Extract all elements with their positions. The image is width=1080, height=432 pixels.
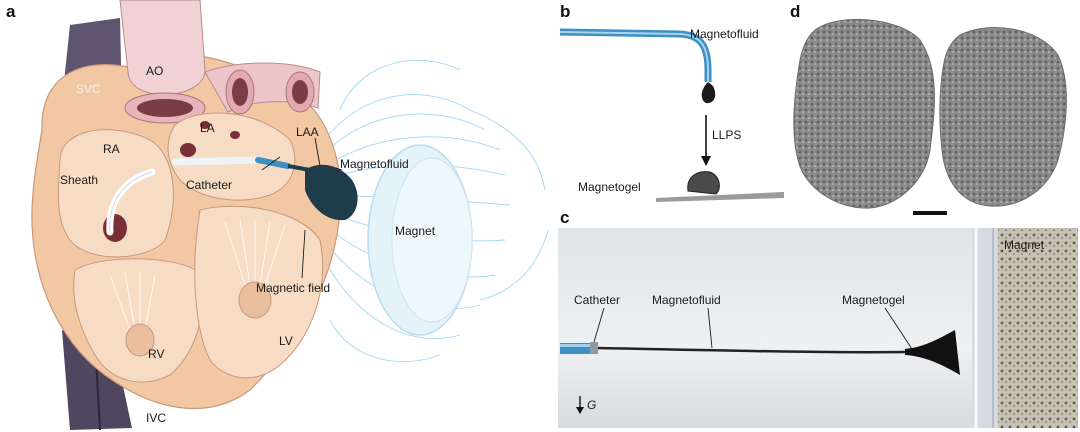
- aorta-vessel: [119, 0, 321, 124]
- gel-render-left: [793, 18, 935, 209]
- catheter-label: Catheter: [186, 178, 233, 192]
- magnetic-field-label: Magnetic field: [256, 281, 331, 295]
- panel-c-catheter: [560, 343, 592, 354]
- magnetogel-label-b: Magnetogel: [578, 180, 641, 194]
- catheter: [171, 156, 262, 166]
- laa-magnetofluid: [305, 164, 358, 221]
- rv-label: RV: [148, 347, 165, 361]
- panel-b-gel: [687, 171, 720, 195]
- panel-letter-c: c: [560, 208, 570, 227]
- magnetofluid-label-c: Magnetofluid: [652, 293, 721, 307]
- magnet-label-c: Magnet: [1004, 238, 1045, 252]
- ao-label: AO: [146, 64, 164, 78]
- magnet-label-a: Magnet: [395, 224, 436, 238]
- laa-label: LAA: [296, 125, 319, 139]
- panel-c-magnetogel: [905, 330, 960, 375]
- lv-label: LV: [279, 334, 293, 348]
- panel-b-substrate: [656, 192, 784, 202]
- ra-label: RA: [103, 142, 120, 156]
- panel-b-droplet: [701, 82, 716, 104]
- panel-letter-d: d: [790, 2, 801, 21]
- panel-letter-a: a: [6, 2, 16, 21]
- scale-bar: [913, 211, 947, 215]
- gravity-label: G: [587, 398, 597, 412]
- magnet-disc: [367, 144, 473, 336]
- la-chamber: [167, 112, 296, 201]
- ivc-label: IVC: [146, 411, 167, 425]
- magnetofluid-label-b: Magnetofluid: [690, 27, 759, 41]
- magnet-block: [998, 228, 1078, 428]
- catheter-label-c: Catheter: [574, 293, 621, 307]
- magnetofluid-thread: [597, 346, 906, 354]
- heart-illustration: [31, 0, 549, 431]
- sheath-label: Sheath: [60, 173, 99, 187]
- rv-chamber: [73, 258, 203, 383]
- magnetogel-label-c: Magnetogel: [842, 293, 905, 307]
- panel-letter-b: b: [560, 2, 571, 21]
- svc-label: SVC: [76, 82, 101, 96]
- gel-render-right: [939, 27, 1067, 207]
- llps-label: LLPS: [712, 128, 742, 142]
- magnetofluid-label-a: Magnetofluid: [340, 157, 409, 171]
- la-label: LA: [200, 121, 215, 135]
